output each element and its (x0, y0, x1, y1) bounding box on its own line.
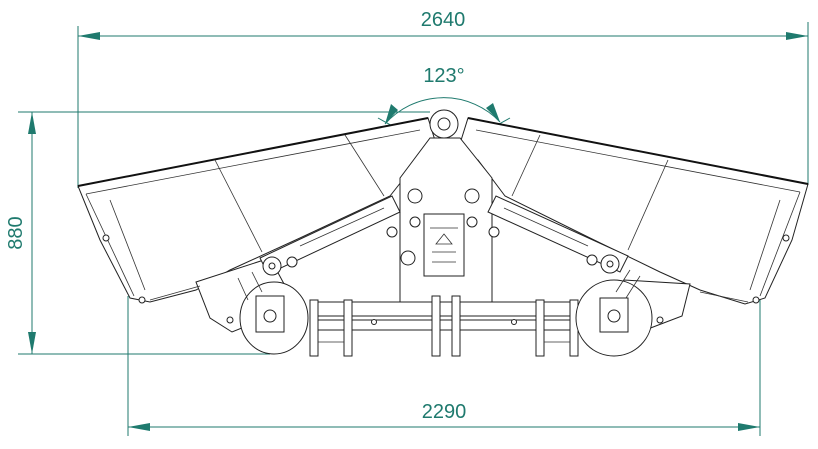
dimension-height: 880 (5, 111, 430, 355)
left-wheel (237, 271, 309, 355)
right-cylinder (487, 195, 629, 274)
right-wheel (575, 269, 653, 357)
dimension-overall-width: 2640 (77, 9, 809, 188)
lower-width-label: 2290 (422, 401, 467, 423)
crossbar (309, 295, 579, 357)
height-label: 880 (5, 216, 27, 249)
bolts (102, 234, 790, 325)
dimension-lower-width: 2290 (127, 296, 761, 436)
left-cylinder (259, 195, 401, 276)
angle-label: 123° (423, 65, 464, 87)
overall-width-label: 2640 (421, 9, 466, 31)
central-frame (386, 109, 500, 307)
